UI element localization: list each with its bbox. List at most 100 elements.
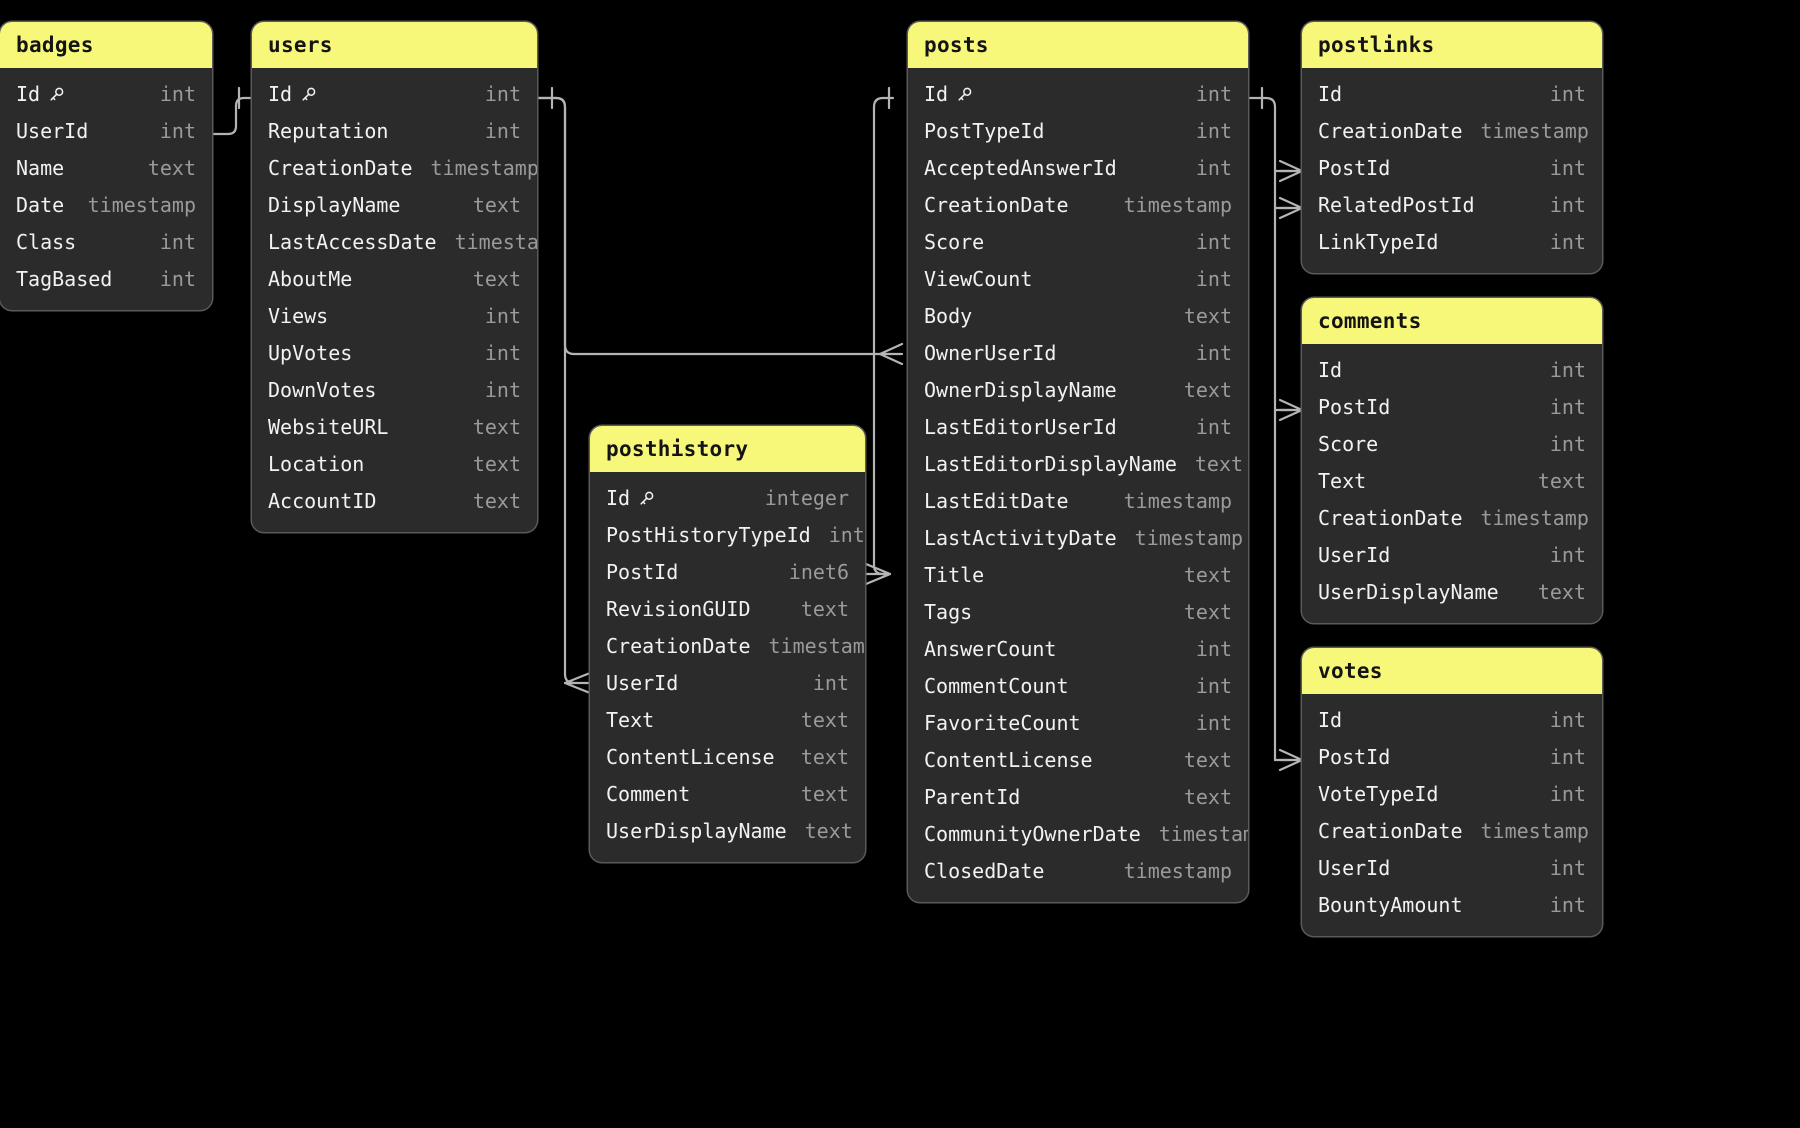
field-name: CreationDate [1318, 818, 1463, 845]
field-label: DisplayName [268, 193, 401, 217]
field-row[interactable]: LastAccessDatetimestamp [252, 224, 537, 261]
field-name: Reputation [268, 118, 388, 145]
field-label: LastAccessDate [268, 230, 437, 254]
field-label: RelatedPostId [1318, 193, 1475, 217]
field-row[interactable]: CommunityOwnerDatetimestamp [908, 816, 1248, 853]
field-row[interactable]: Reputation int [252, 113, 537, 150]
table-title-posthistory[interactable]: posthistory [590, 426, 865, 472]
field-type: text [800, 597, 849, 621]
table-title-users[interactable]: users [252, 22, 537, 68]
field-type: int [1549, 358, 1586, 382]
table-title-comments[interactable]: comments [1302, 298, 1602, 344]
field-type: text [1183, 600, 1232, 624]
table-title-postlinks[interactable]: postlinks [1302, 22, 1602, 68]
field-name: CommunityOwnerDate [924, 821, 1141, 848]
field-type: int [1549, 82, 1586, 106]
field-type: text [800, 782, 849, 806]
field-type: text [1183, 563, 1232, 587]
table-title-badges[interactable]: badges [0, 22, 212, 68]
connector-posts-owneruserid-users-id [535, 86, 904, 366]
field-type: int [1549, 230, 1586, 254]
table-title-votes[interactable]: votes [1302, 648, 1602, 694]
field-label: UserDisplayName [606, 819, 787, 843]
field-name: ParentId [924, 784, 1020, 811]
table-title-posts[interactable]: posts [908, 22, 1248, 68]
field-type: int [484, 119, 521, 143]
field-type: text [1183, 748, 1232, 772]
